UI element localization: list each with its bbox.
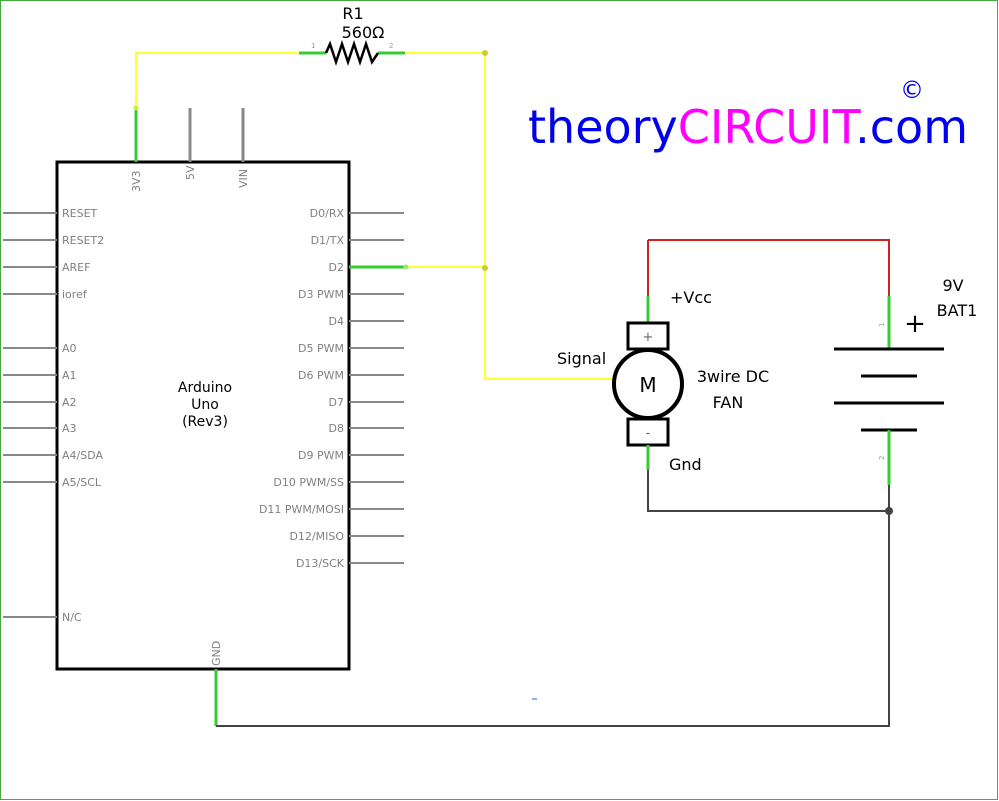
battery-plus-sign: + <box>904 309 926 339</box>
pin-label-a2: A2 <box>62 396 77 409</box>
pin-label-reset2: RESET2 <box>62 234 104 247</box>
battery-voltage: 9V <box>942 276 963 295</box>
pin-label-a0: A0 <box>62 342 77 355</box>
arduino-name-line3: (Rev3) <box>182 414 228 430</box>
right-pin-leads <box>349 212 404 564</box>
pin-label-d4: D4 <box>329 315 344 328</box>
pin-label-d6: D6 PWM <box>298 369 344 382</box>
battery-ref: BAT1 <box>937 301 978 320</box>
pin-label-reset: RESET <box>62 207 98 220</box>
pin-label-a4-sda: A4/SDA <box>62 449 103 462</box>
signal-wires <box>135 52 614 380</box>
fan-label-line2: FAN <box>713 393 744 412</box>
pin-label-d5: D5 PWM <box>298 342 344 355</box>
resistor-pin2: 2 <box>389 42 393 50</box>
brand-circuit: CIRCUIT <box>678 100 862 154</box>
pin-label-d12: D12/MISO <box>289 530 344 543</box>
pin-label-nc: N/C <box>62 611 82 624</box>
left-pin-leads <box>3 212 57 618</box>
junction-d2 <box>482 265 488 271</box>
junction-d2-end <box>403 264 409 270</box>
fan-motor-symbol: M <box>639 373 656 397</box>
pin-label-d2: D2 <box>329 261 344 274</box>
pin-label-gnd: GND <box>210 641 223 666</box>
pin-label-d9: D9 PWM <box>298 449 344 462</box>
fan-vcc-label: +Vcc <box>670 288 712 307</box>
fan-label-line1: 3wire DC <box>697 367 769 386</box>
battery-bat1 <box>834 296 944 485</box>
pin-label-d8: D8 <box>329 422 344 435</box>
pin-label-d3: D3 PWM <box>298 288 344 301</box>
pin-label-3v3: 3V3 <box>130 170 143 192</box>
resistor-ref: R1 <box>342 4 363 23</box>
pin-label-vin: VIN <box>237 169 250 188</box>
pin-label-aref: AREF <box>62 261 90 274</box>
fan-minus-sign: - <box>646 426 651 441</box>
pin-label-d7: D7 <box>329 396 344 409</box>
junction-3v3 <box>133 105 139 111</box>
battery-pin2: 2 <box>878 456 886 460</box>
resistor-r1 <box>299 40 405 66</box>
brand-copyright: © <box>900 76 924 104</box>
fan-motor <box>612 240 684 470</box>
fan-gnd-label: Gnd <box>669 455 702 474</box>
ground-wires <box>216 470 890 727</box>
pin-label-a5-scl: A5/SCL <box>62 476 102 489</box>
pin-label-a3: A3 <box>62 422 77 435</box>
arduino-body <box>55 160 351 671</box>
vcc-wire <box>648 239 890 296</box>
battery-pin1: 1 <box>878 323 886 327</box>
arduino-name-line1: Arduino <box>178 380 232 396</box>
pin-label-5v: 5V <box>184 165 197 180</box>
junction-gnd <box>885 507 893 515</box>
pin-label-d10: D10 PWM/SS <box>273 476 344 489</box>
pin-label-d11: D11 PWM/MOSI <box>259 503 344 516</box>
brand-dotcom: .com <box>855 100 968 154</box>
arduino-name-line2: Uno <box>191 397 219 413</box>
fan-signal-label: Signal <box>557 349 606 368</box>
pin-label-ioref: ioref <box>62 288 88 301</box>
brand-logo: theoryCIRCUIT.com <box>528 100 968 154</box>
pin-label-a1: A1 <box>62 369 77 382</box>
resistor-pin1: 1 <box>311 42 315 50</box>
fan-plus-sign: + <box>643 330 654 345</box>
pin-label-d1: D1/TX <box>311 234 345 247</box>
junction-r1-top <box>482 50 488 56</box>
resistor-value: 560Ω <box>342 23 385 42</box>
brand-theory: theory <box>528 100 678 154</box>
pin-label-d0: D0/RX <box>310 207 345 220</box>
pin-label-d13: D13/SCK <box>296 557 345 570</box>
